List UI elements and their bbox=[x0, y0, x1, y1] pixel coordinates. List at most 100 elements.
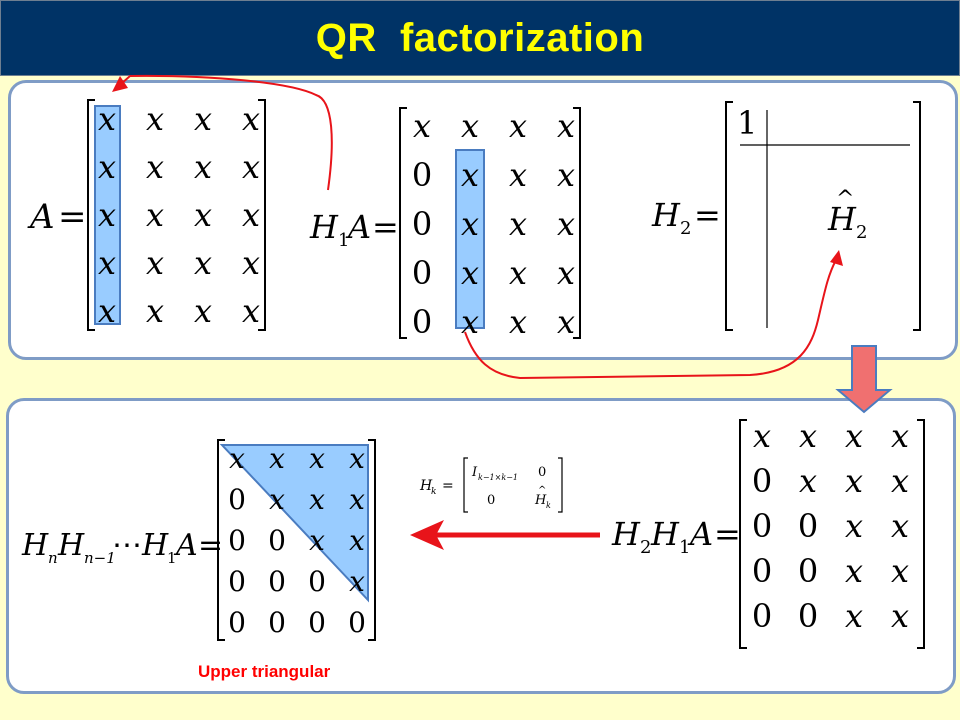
identity-subscript: k−1×k−1 bbox=[478, 473, 518, 482]
matrix-entry: x bbox=[891, 552, 909, 590]
upper-triangle-highlight bbox=[219, 444, 369, 603]
bracket-A bbox=[87, 99, 266, 331]
matrix-entry: x bbox=[98, 292, 116, 330]
ellipsis: ⋯ bbox=[112, 528, 142, 563]
bracket-Hk bbox=[463, 457, 563, 513]
matrix-entry: x bbox=[309, 483, 325, 516]
equals-sign: = bbox=[714, 515, 741, 553]
matrix-entry: 0 bbox=[412, 205, 432, 243]
symbol-H: H bbox=[611, 515, 641, 553]
symbol-H-hat: H bbox=[827, 200, 857, 238]
matrix-entry: 0 bbox=[798, 597, 818, 635]
lhs-H2H1A: H 2 H 1 A = bbox=[611, 515, 741, 558]
matrix-entry: 0 bbox=[348, 606, 366, 639]
matrix-entry: x bbox=[509, 107, 527, 145]
matrix-entry: x bbox=[461, 303, 479, 341]
symbol-A: A bbox=[687, 515, 713, 553]
symbol-H: H bbox=[650, 515, 680, 553]
hat-symbol: ^ bbox=[836, 187, 854, 212]
matrix-entry: x bbox=[753, 417, 771, 455]
matrix-entry: x bbox=[845, 552, 863, 590]
lhs-product: H n H n−1 ⋯ H 1 A = bbox=[21, 528, 223, 567]
matrix-entry: 0 bbox=[268, 524, 286, 557]
column-2-highlight bbox=[455, 149, 485, 329]
subscript-2: 2 bbox=[680, 218, 691, 239]
subscript-2: 2 bbox=[640, 537, 651, 558]
matrix-entry: x bbox=[461, 107, 479, 145]
matrix-entry: x bbox=[98, 148, 116, 186]
equals-sign: = bbox=[58, 197, 87, 237]
matrix-entry: x bbox=[461, 254, 479, 292]
matrix-entry: x bbox=[349, 483, 365, 516]
matrix-entry: x bbox=[194, 196, 212, 234]
left-arrow-icon bbox=[410, 520, 444, 550]
subscript-k: k bbox=[546, 501, 551, 510]
slide-title: QR factorization bbox=[315, 15, 645, 60]
matrix-entry: x bbox=[557, 205, 575, 243]
identity-I: I bbox=[471, 465, 478, 480]
curved-arrow-to-h2-hat bbox=[464, 259, 837, 380]
lhs-A: A = bbox=[27, 197, 87, 237]
matrix-entry: x bbox=[557, 107, 575, 145]
matrix-entry: x bbox=[269, 483, 285, 516]
down-arrow-icon bbox=[835, 345, 893, 414]
hk-zero-bottom-left: 0 bbox=[487, 493, 495, 508]
matrix-entry: x bbox=[194, 148, 212, 186]
symbol-A: A bbox=[173, 528, 198, 563]
symbol-H: H bbox=[419, 478, 433, 494]
matrix-entry: x bbox=[509, 205, 527, 243]
matrix-entry: x bbox=[229, 442, 245, 475]
matrix-entry: x bbox=[799, 417, 817, 455]
matrix-entry: 0 bbox=[412, 254, 432, 292]
matrix-entry: x bbox=[349, 524, 365, 557]
bracket-H1A bbox=[399, 107, 581, 339]
matrix-entry: 0 bbox=[752, 462, 772, 500]
matrix-entry: x bbox=[269, 442, 285, 475]
matrix-entry: x bbox=[98, 196, 116, 234]
matrix-entry: x bbox=[557, 303, 575, 341]
symbol-A: A bbox=[345, 208, 371, 246]
matrix-entry: x bbox=[242, 196, 260, 234]
bracket-R bbox=[217, 439, 376, 641]
matrix-entry: x bbox=[242, 244, 260, 282]
symbol-H: H bbox=[57, 528, 85, 563]
matrix-entry: x bbox=[891, 462, 909, 500]
matrix-entry: x bbox=[557, 254, 575, 292]
subscript-1: 1 bbox=[167, 549, 177, 567]
equals-sign: = bbox=[198, 528, 223, 563]
subscript-1: 1 bbox=[338, 230, 349, 251]
lhs-H1A: H 1 A = bbox=[309, 208, 399, 251]
matrix-entry: x bbox=[509, 254, 527, 292]
matrix-entry: x bbox=[891, 417, 909, 455]
matrix-entry: x bbox=[509, 303, 527, 341]
matrix-entry: 0 bbox=[752, 507, 772, 545]
matrix-entry: 0 bbox=[228, 524, 246, 557]
symbol-H-hat: H bbox=[534, 493, 547, 508]
matrix-entry: x bbox=[98, 100, 116, 138]
hk-zero-top-right: 0 bbox=[538, 465, 546, 480]
symbol-H: H bbox=[651, 196, 681, 234]
matrix-entry: x bbox=[461, 205, 479, 243]
matrix-entry: x bbox=[461, 156, 479, 194]
matrix-entry: x bbox=[845, 417, 863, 455]
equals-sign: = bbox=[442, 478, 454, 494]
matrix-entry: 0 bbox=[412, 303, 432, 341]
curved-arrow-to-h2-hat-head bbox=[830, 250, 843, 266]
matrix-entry: 0 bbox=[798, 507, 818, 545]
matrix-entry: 0 bbox=[228, 606, 246, 639]
matrix-entry: x bbox=[242, 100, 260, 138]
matrix-entry: 0 bbox=[228, 483, 246, 516]
symbol-H: H bbox=[141, 528, 169, 563]
bracket-H2 bbox=[725, 101, 921, 331]
bottom-panel bbox=[6, 398, 956, 694]
matrix-entry: 0 bbox=[268, 606, 286, 639]
lhs-H2: H 2 = bbox=[651, 196, 721, 239]
h2-corner-one: 1 bbox=[737, 104, 757, 142]
matrix-entry: x bbox=[242, 148, 260, 186]
upper-triangular-caption: Upper triangular bbox=[198, 662, 331, 681]
symbol-H: H bbox=[21, 528, 49, 563]
matrix-entry: x bbox=[799, 462, 817, 500]
matrix-entry: x bbox=[891, 507, 909, 545]
